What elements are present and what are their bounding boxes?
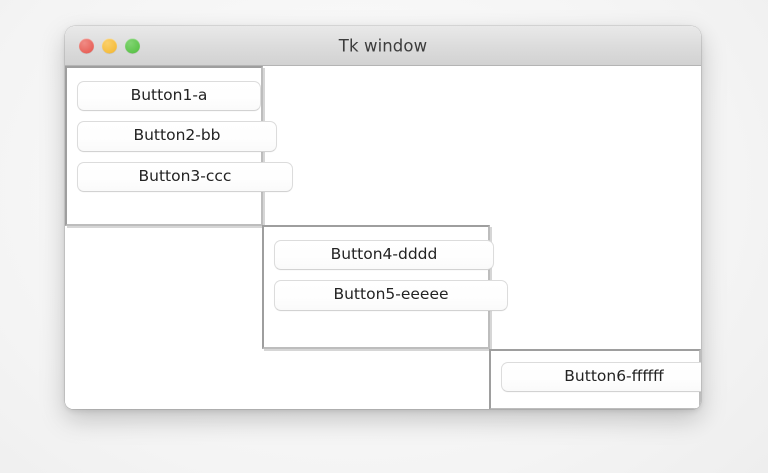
button-group-3-content: Button6-ffffff <box>491 351 701 403</box>
button-2[interactable]: Button2-bb <box>77 121 277 152</box>
close-button-icon[interactable] <box>79 38 94 53</box>
window-title: Tk window <box>338 36 428 55</box>
tk-window: Tk window Button1-a Button2-bb Button3-c… <box>65 26 701 409</box>
maximize-button-icon[interactable] <box>125 38 140 53</box>
button-5[interactable]: Button5-eeeee <box>274 280 508 311</box>
window-client-area: Button1-a Button2-bb Button3-ccc Button4… <box>65 66 701 409</box>
button-group-1-content: Button1-a Button2-bb Button3-ccc <box>67 68 293 205</box>
button-group-3: Button6-ffffff <box>489 349 701 409</box>
button-6[interactable]: Button6-ffffff <box>501 362 701 393</box>
button-group-2-content: Button4-dddd Button5-eeeee <box>264 227 508 324</box>
window-controls <box>79 38 140 53</box>
minimize-button-icon[interactable] <box>102 38 117 53</box>
button-group-1: Button1-a Button2-bb Button3-ccc <box>65 66 293 226</box>
button-3[interactable]: Button3-ccc <box>77 161 293 193</box>
button-4[interactable]: Button4-dddd <box>274 240 494 271</box>
button-group-2: Button4-dddd Button5-eeeee <box>262 225 508 349</box>
window-titlebar[interactable]: Tk window <box>65 26 701 66</box>
button-1[interactable]: Button1-a <box>77 81 261 112</box>
